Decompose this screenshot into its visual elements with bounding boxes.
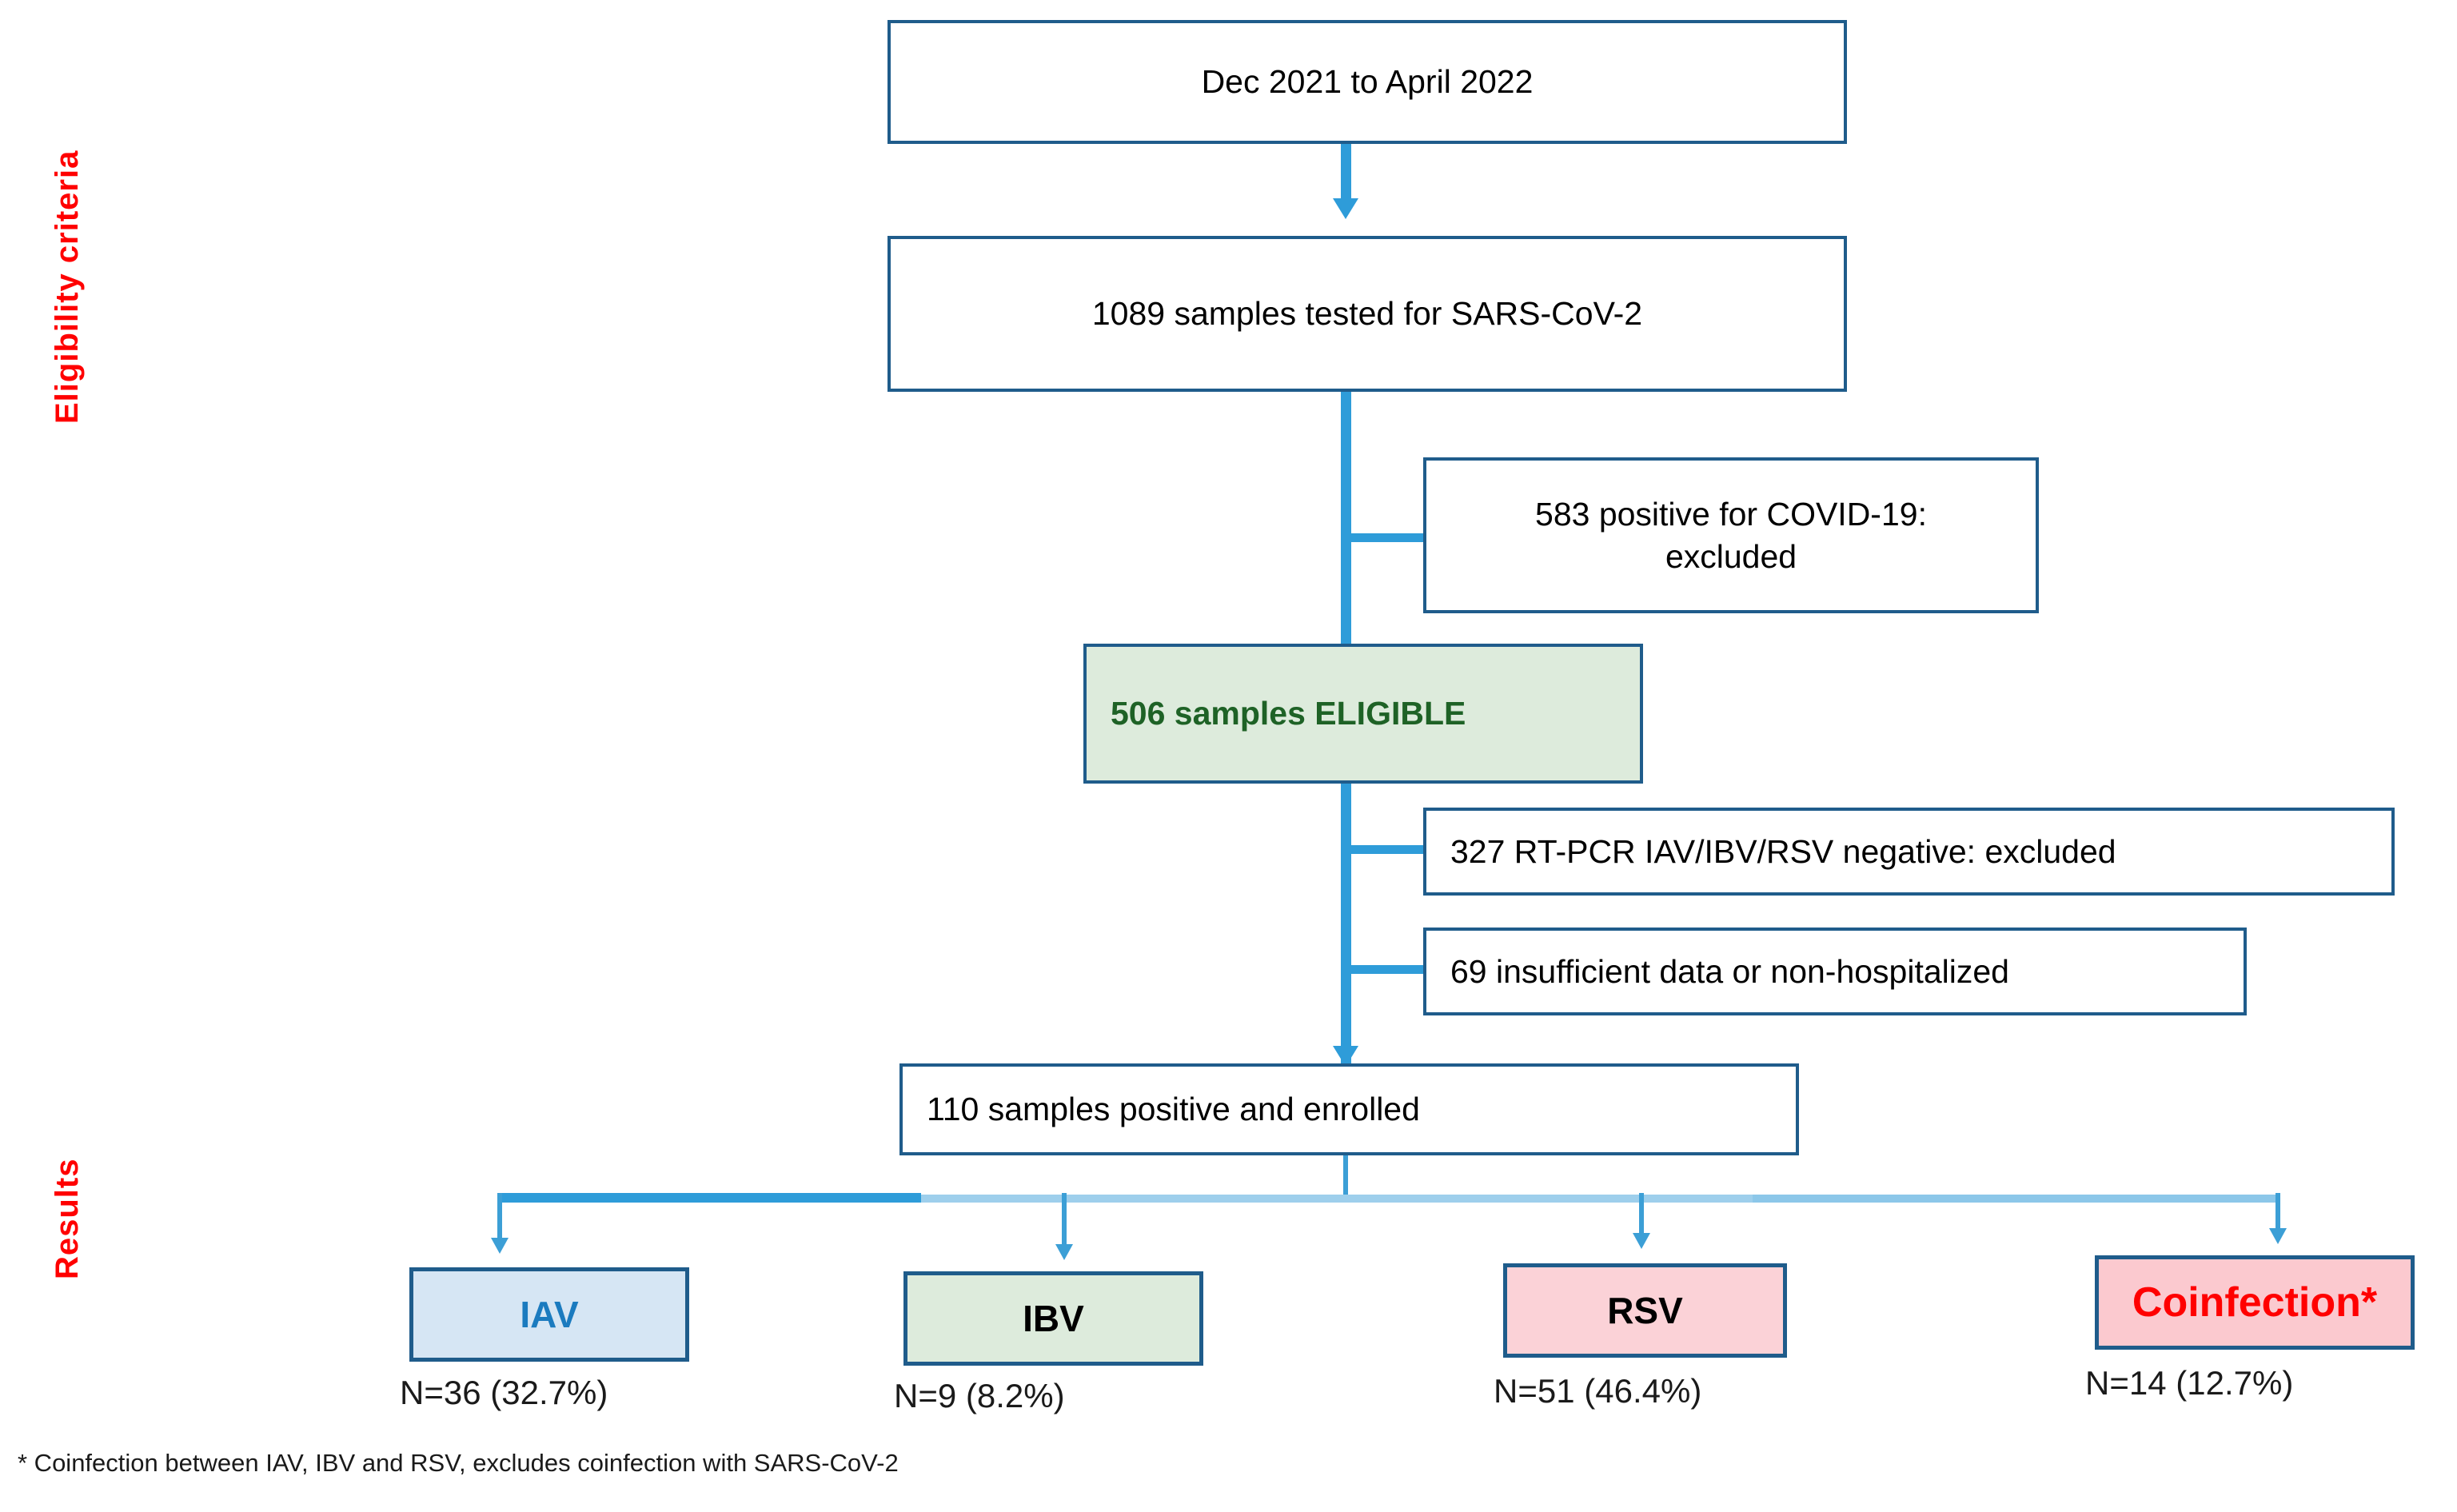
box-study-period: Dec 2021 to April 2022 [887,20,1847,144]
arrow-drop-iav-icon [491,1238,509,1254]
box-excluded-insufficient-data: 69 insufficient data or non-hospitalized [1423,928,2247,1015]
connector-drop-iav [497,1193,502,1243]
arrow-eligible-to-enrolled-icon [1333,1046,1358,1067]
box-samples-tested-label: 1089 samples tested for SARS-CoV-2 [1091,295,1643,333]
box-excluded-insufficient-data-label: 69 insufficient data or non-hospitalized [1450,952,2009,990]
arrow-drop-ibv-icon [1055,1244,1073,1260]
result-box-iav: IAV [409,1267,689,1362]
result-box-ibv-label: IBV [1023,1298,1084,1339]
box-samples-enrolled: 110 samples positive and enrolled [899,1063,1799,1155]
connector-tested-to-eligible [1341,390,1351,646]
result-caption-iav: N=36 (32.7%) [400,1374,608,1411]
distributor-bar-segment-3 [1753,1195,2280,1203]
arrow-drop-rsv-icon [1633,1233,1650,1249]
connector-drop-ibv [1062,1193,1067,1249]
section-label-results: Results [50,1158,85,1280]
box-excluded-covid: 583 positive for COVID-19: excluded [1423,457,2039,613]
footnote-coinfection: * Coinfection between IAV, IBV and RSV, … [18,1449,899,1477]
box-excluded-covid-line1: 583 positive for COVID-19: [1535,496,1927,533]
box-samples-tested: 1089 samples tested for SARS-CoV-2 [887,236,1847,392]
distributor-bar-segment-2 [921,1195,1753,1203]
result-box-ibv: IBV [903,1271,1203,1366]
section-label-eligibility-criteria: Eligibility criteria [50,150,85,424]
arrow-drop-coinfection-icon [2269,1228,2287,1244]
box-excluded-covid-line2: excluded [1665,537,1797,575]
connector-enrolled-to-distributor [1343,1155,1348,1196]
result-caption-rsv: N=51 (46.4%) [1494,1372,1702,1410]
result-box-rsv-label: RSV [1607,1290,1683,1331]
arrow-period-to-tested-icon [1333,198,1358,219]
result-box-rsv: RSV [1503,1263,1787,1358]
result-box-iav-label: IAV [520,1294,579,1335]
box-study-period-label: Dec 2021 to April 2022 [1201,63,1534,101]
result-box-coinfection: Coinfection* [2095,1255,2415,1350]
box-samples-enrolled-label: 110 samples positive and enrolled [927,1091,1420,1128]
distributor-bar-segment-1 [497,1193,921,1203]
connector-drop-coinfection [2276,1193,2280,1233]
connector-eligible-to-enrolled [1341,782,1351,1064]
box-eligible-samples: 506 samples ELIGIBLE [1083,644,1643,784]
box-excluded-rtpcr: 327 RT-PCR IAV/IBV/RSV negative: exclude… [1423,808,2395,896]
result-box-coinfection-label: Coinfection* [2132,1279,2378,1326]
result-caption-coinfection: N=14 (12.7%) [2085,1364,2294,1402]
result-caption-ibv: N=9 (8.2%) [894,1377,1065,1414]
box-excluded-rtpcr-label: 327 RT-PCR IAV/IBV/RSV negative: exclude… [1450,832,2116,870]
connector-period-to-tested [1341,142,1351,202]
box-eligible-samples-label: 506 samples ELIGIBLE [1111,695,1466,732]
connector-drop-rsv [1639,1193,1644,1238]
